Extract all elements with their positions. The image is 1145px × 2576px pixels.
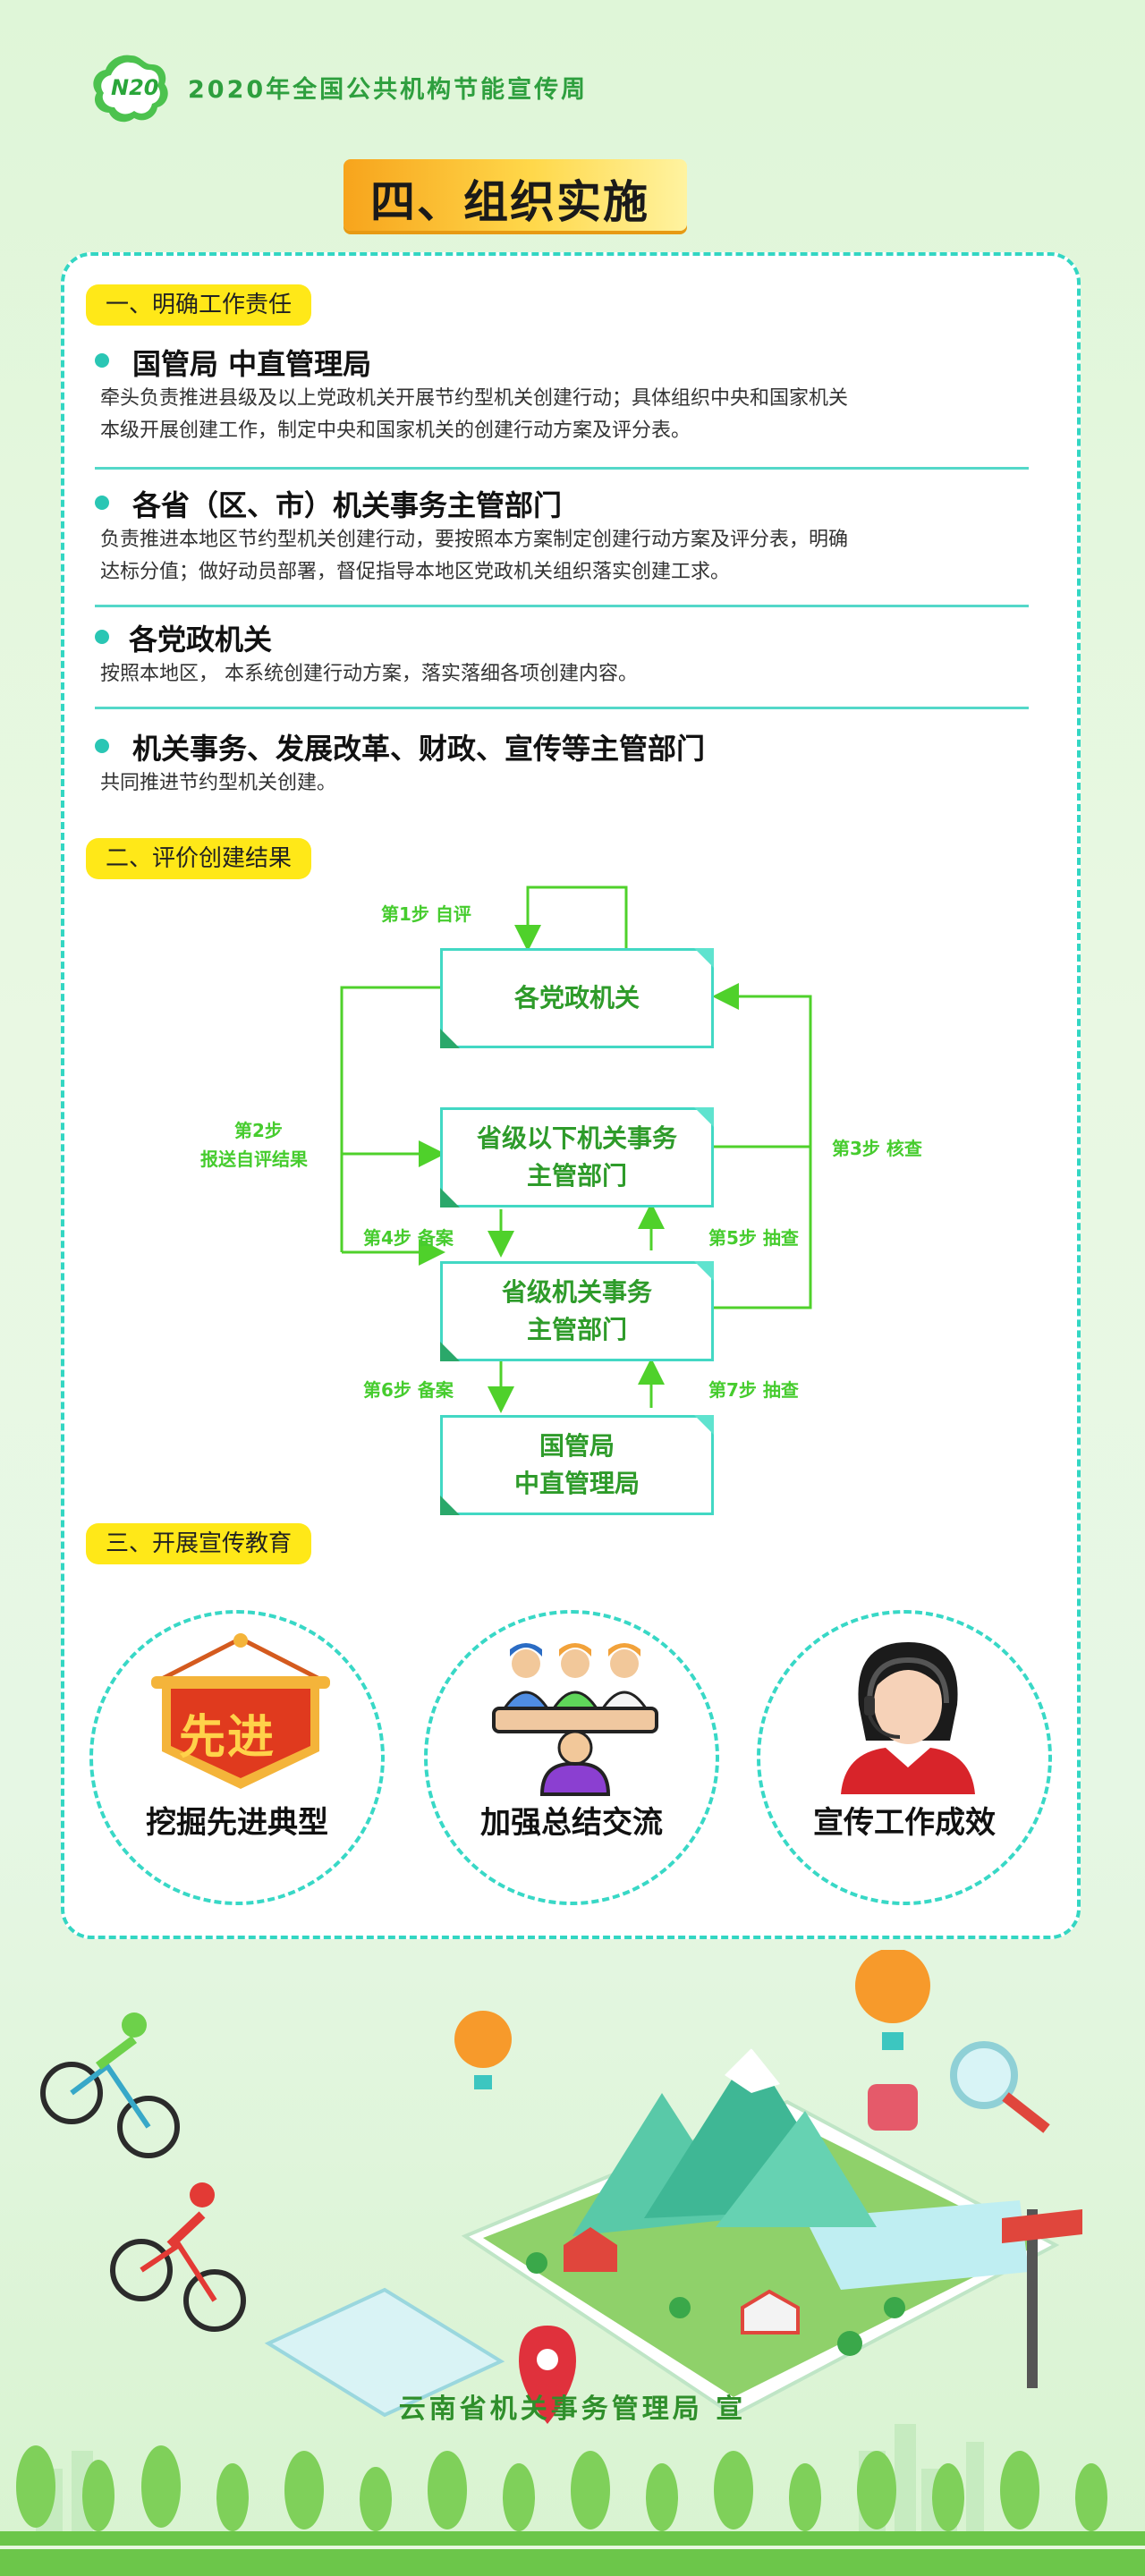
item-heading-4: 机关事务、发展改革、财政、宣传等主管部门 <box>132 732 706 766</box>
divider <box>95 467 1029 470</box>
circle-exchange: 加强总结交流 <box>424 1610 719 1905</box>
item-desc-3: 按照本地区， 本系统创建行动方案，落实落细各项创建内容。 <box>100 663 638 685</box>
banner-badge-icon <box>151 1633 330 1789</box>
flow-box-provincial-dept: 省级机关事务 主管部门 <box>440 1261 714 1361</box>
flow-box-national-bureau: 国管局 中直管理局 <box>440 1415 714 1515</box>
step-2-sublabel: 报送自评结果 <box>200 1148 308 1170</box>
step-3-label: 第3步 核查 <box>832 1138 922 1159</box>
step-7-label: 第7步 抽查 <box>708 1379 799 1401</box>
flow-box-subprovincial-dept: 省级以下机关事务 主管部门 <box>440 1107 714 1208</box>
step-6-label: 第6步 备案 <box>363 1379 454 1401</box>
section-title: 四、组织实施 <box>370 176 649 228</box>
logo-text: N20 <box>111 75 159 100</box>
n20-logo-icon: N20 <box>88 52 174 129</box>
item-desc-4: 共同推进节约型机关创建。 <box>100 772 337 794</box>
bullet-icon <box>95 630 109 644</box>
publicity-label: 宣传工作成效 <box>813 1805 996 1841</box>
excellence-label: 挖掘先进典型 <box>146 1805 328 1841</box>
item-heading-3: 各党政机关 <box>129 623 273 657</box>
header-title: 2020年全国公共机构节能宣传周 <box>188 76 589 104</box>
exchange-label: 加强总结交流 <box>480 1805 663 1841</box>
team-meeting-icon <box>492 1643 658 1796</box>
bullet-icon <box>95 739 109 753</box>
section-banner: 四、组织实施 <box>344 159 687 231</box>
customer-service-icon <box>841 1642 975 1794</box>
flow-box-party-organs: 各党政机关 <box>440 948 714 1048</box>
circle-excellence: 先进 挖掘先进典型 <box>89 1610 385 1905</box>
step-1-label: 第1步 自评 <box>381 903 471 925</box>
step-5-label: 第5步 抽查 <box>708 1227 799 1249</box>
bullet-icon <box>95 353 109 368</box>
item-desc-2: 负责推进本地区节约型机关创建行动，要按照本方案制定创建行动方案及评分表，明确 达… <box>100 529 849 583</box>
item-heading-2: 各省（区、市）机关事务主管部门 <box>132 488 563 522</box>
circle-publicity: 宣传工作成效 <box>757 1610 1052 1905</box>
step-4-label: 第4步 备案 <box>363 1227 454 1249</box>
bullet-icon <box>95 496 109 510</box>
divider <box>95 605 1029 607</box>
divider <box>95 707 1029 709</box>
footer-text: 云南省机关事务管理局 宣 <box>398 2394 747 2425</box>
step-2-label: 第2步 <box>234 1120 283 1141</box>
badge-text: 先进 <box>179 1711 276 1765</box>
tag-responsibility: 一、明确工作责任 <box>86 284 312 326</box>
tag-evaluation: 二、评价创建结果 <box>86 838 312 879</box>
landscape-illustration <box>0 1950 1145 2576</box>
item-desc-1: 牵头负责推进县级及以上党政机关开展节约型机关创建行动；具体组织中央和国家机关 本… <box>100 387 849 442</box>
item-heading-1: 国管局 中直管理局 <box>132 347 372 381</box>
tag-publicity: 三、开展宣传教育 <box>86 1523 312 1564</box>
